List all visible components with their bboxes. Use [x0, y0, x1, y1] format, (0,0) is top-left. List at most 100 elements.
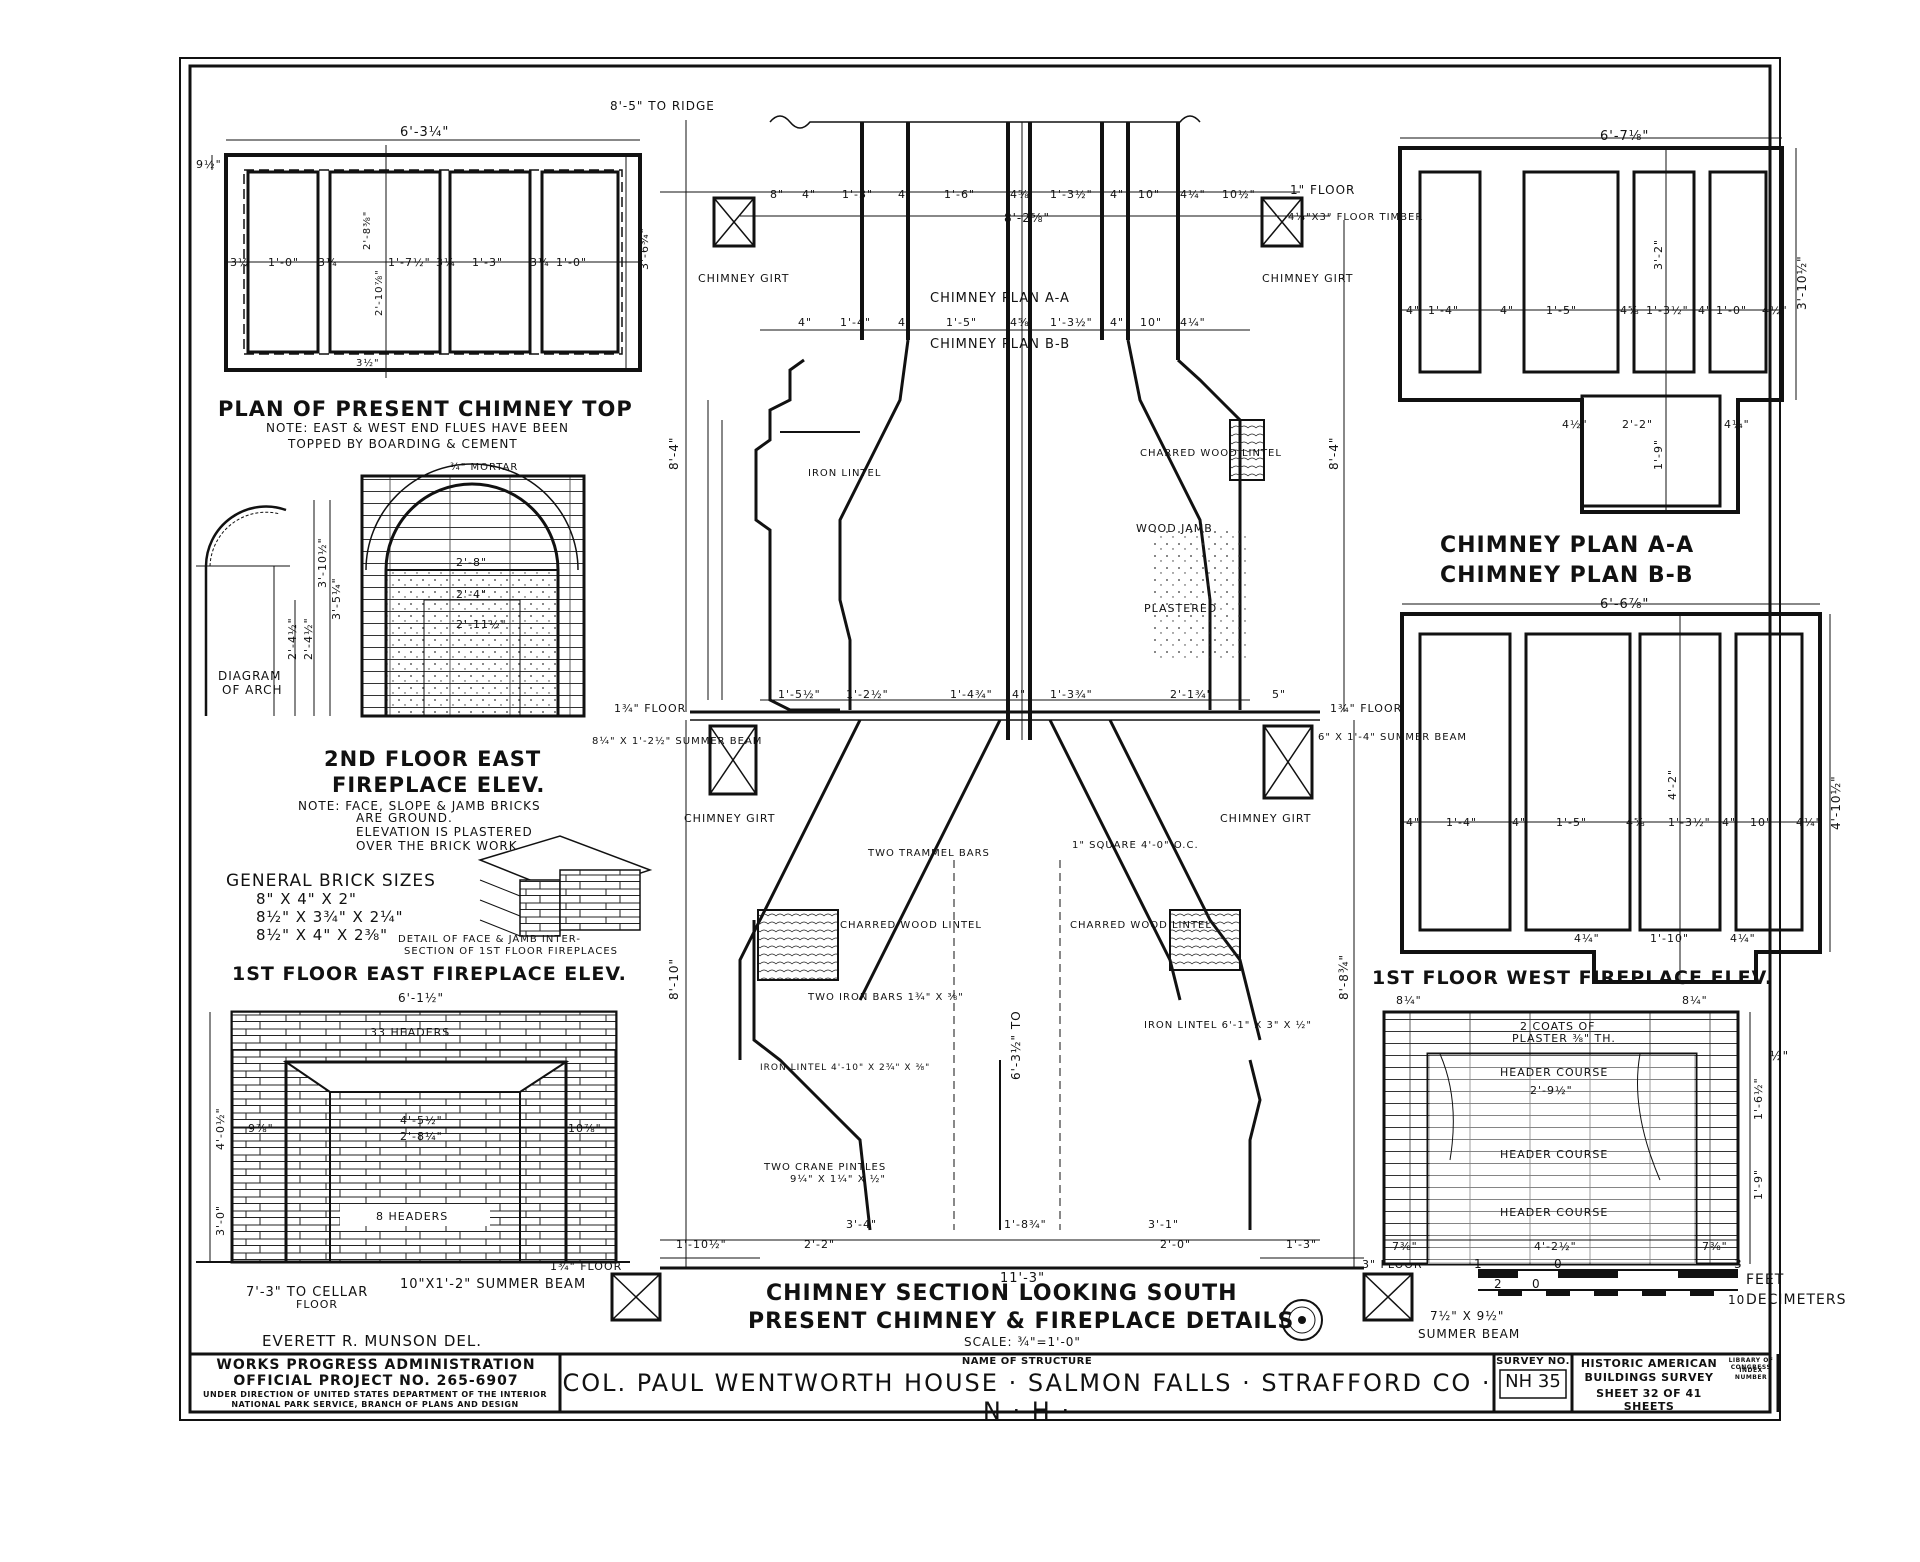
chimney-top-dim: 3¼	[530, 256, 550, 269]
first-east-dim: 6'-1½"	[398, 991, 444, 1005]
survey-label: SURVEY NO.	[1496, 1356, 1570, 1367]
section-girt-left: CHIMNEY GIRT	[698, 272, 789, 285]
section-mid-dim: 1'-4¾"	[950, 688, 993, 701]
west-dim: 7⅜"	[1392, 1240, 1418, 1253]
habs-line-2: BUILDINGS SURVEY	[1584, 1371, 1714, 1384]
section-title-2: PRESENT CHIMNEY & FIREPLACE DETAILS	[748, 1309, 1294, 1334]
scale-decimeters: DECIMETERS	[1746, 1292, 1846, 1308]
section-floor-left: 1¾" FLOOR	[614, 702, 686, 715]
section-iron-bars: TWO IRON BARS 1¾" X ⅜"	[807, 992, 964, 1003]
first-east-headers-top: 33 HEADERS	[370, 1026, 450, 1039]
section-top-dim: 1'-3"	[842, 188, 873, 201]
chimney-top-dim: 3½	[230, 256, 250, 269]
section-scale: SCALE: ¾"=1'-0"	[964, 1335, 1081, 1349]
section-bottom-dim: 3'-4"	[846, 1218, 877, 1231]
section-top-dim: 10½"	[1222, 188, 1256, 201]
second-floor-dim: 3'-10½"	[316, 537, 329, 588]
structure-label: NAME OF STRUCTURE	[961, 1356, 1093, 1367]
chimney-top-dim: 1'-3"	[472, 256, 503, 269]
second-floor-dim: 2'-8"	[456, 556, 487, 569]
section-iron-lintel-2: IRON LINTEL 4'-10" X 2¾" X ⅜"	[760, 1063, 930, 1073]
scale-feet: FEET	[1746, 1272, 1784, 1288]
section-summer-left: 8¼" X 1'-2½" SUMMER BEAM	[592, 735, 762, 747]
section-height-left: 8'-4"	[667, 437, 681, 470]
scale-num: 2	[1494, 1277, 1503, 1291]
plan-aa-dim: 1'-5"	[1546, 304, 1577, 317]
section-floor-1: 1" FLOOR	[1290, 183, 1355, 197]
first-west-fireplace	[1382, 1010, 1751, 1266]
section-aa-dim: 1'-3½"	[1050, 316, 1093, 329]
section-mid-dim: 1'-5½"	[778, 688, 821, 701]
west-plans-title-2: CHIMNEY PLAN B-B	[1440, 563, 1694, 588]
section-summer-bottom: 7½" X 9½"	[1430, 1309, 1504, 1323]
section-plastered: PLASTERED	[1144, 602, 1217, 615]
second-floor-dim: 2'-4"	[456, 588, 487, 601]
plan-bb-sub: 4¼"	[1574, 932, 1600, 945]
second-floor-note-4: OVER THE BRICK WORK	[356, 839, 518, 853]
brick-size: 8½" X 4" X 2⅜"	[256, 926, 388, 944]
west-header-3: HEADER COURSE	[1500, 1206, 1608, 1219]
second-floor-title-1: 2ND FLOOR EAST	[324, 747, 541, 771]
section-ridge: 8'-5" TO RIDGE	[610, 99, 715, 113]
second-floor-note-3: ELEVATION IS PLASTERED	[356, 825, 533, 839]
structure-name: COL. PAUL WENTWORTH HOUSE · SALMON FALLS…	[562, 1369, 1492, 1425]
plan-bb-dim: 4¼"	[1796, 816, 1822, 829]
section-title-1: CHIMNEY SECTION LOOKING SOUTH	[766, 1281, 1237, 1306]
west-header-1: HEADER COURSE	[1500, 1066, 1608, 1079]
section-girt-right-2: CHIMNEY GIRT	[1220, 812, 1311, 825]
section-iron-lintel: IRON LINTEL	[808, 468, 881, 479]
plan-bb-dim: 1'-5"	[1556, 816, 1587, 829]
plan-aa-width: 6'-7⅛"	[1600, 129, 1649, 144]
plan-aa-dim: 4⅝	[1620, 304, 1640, 317]
plan-aa-sub: 4¼"	[1724, 418, 1750, 431]
section-bottom-dim: 2'-2"	[804, 1238, 835, 1251]
wpa-line-1: WORKS PROGRESS ADMINISTRATION	[216, 1357, 536, 1373]
section-top-dim: 1'-6"	[944, 188, 975, 201]
section-plan-aa: CHIMNEY PLAN A-A	[930, 291, 1070, 306]
second-floor-note-2: ARE GROUND.	[356, 811, 453, 825]
section-charred-lintel-2: CHARRED WOOD LINTEL	[840, 920, 982, 931]
second-floor-title-2: FIREPLACE ELEV.	[332, 773, 545, 797]
scale-num: 0	[1554, 1257, 1563, 1271]
plan-bb-dim: 10"	[1750, 816, 1772, 829]
section-girt-left-2: CHIMNEY GIRT	[684, 812, 775, 825]
plan-aa-dim: 1'-0"	[1716, 304, 1747, 317]
section-mid-dim: 5"	[1272, 688, 1286, 701]
first-west-title: 1ST FLOOR WEST FIREPLACE ELEV.	[1372, 967, 1773, 989]
chimney-top-dim: 1'-0"	[268, 256, 299, 269]
chimney-top-title: PLAN OF PRESENT CHIMNEY TOP	[218, 397, 633, 421]
first-west-dim: 8¼"	[1396, 994, 1422, 1007]
wpa-line-3: UNDER DIRECTION OF UNITED STATES DEPARTM…	[203, 1390, 547, 1399]
plan-aa-sub: 2'-2"	[1622, 418, 1653, 431]
plan-bb-dim: 4⅝	[1626, 816, 1646, 829]
plan-aa-sub: 1'-9"	[1652, 439, 1665, 470]
plan-aa-dim: 4"	[1406, 304, 1420, 317]
section-aa-dim: 4"	[798, 316, 812, 329]
section-square: 1" SQUARE 4'-0" O.C.	[1072, 840, 1199, 851]
chimney-top-note-1: NOTE: EAST & WEST END FLUES HAVE BEEN	[266, 421, 569, 435]
section-overall-top: 8'-2⅝"	[1004, 211, 1050, 225]
wpa-line-2: OFFICIAL PROJECT NO. 265-6907	[233, 1373, 519, 1389]
plan-aa-dim: 1'-3½"	[1646, 304, 1689, 317]
section-aa-dim: 10"	[1140, 316, 1162, 329]
first-east-dim: 3'-0"	[214, 1205, 227, 1236]
section-to-ridge-2: 6'-3½" TO	[1009, 1010, 1023, 1080]
section-aa-dim: 4⅝	[1010, 316, 1030, 329]
loc-line-2: INDEX NUMBER	[1734, 1367, 1768, 1381]
section-bottom-dim: 1'-3"	[1286, 1238, 1317, 1251]
west-dim: 1'-9"	[1752, 1169, 1765, 1200]
chimney-top-dim: 3'-6¾"	[638, 227, 651, 270]
first-east-dim: 9⅞"	[248, 1122, 274, 1135]
brick-size: 8" X 4" X 2"	[256, 890, 357, 908]
chimney-top-dim: 2'-10⅞"	[374, 269, 385, 316]
section-floor-timber: 4¼"X3" FLOOR TIMBER	[1288, 211, 1423, 223]
section-mid-dim: 1'-2½"	[846, 688, 889, 701]
chimney-top-dim: 3¼	[318, 256, 338, 269]
brick-title: GENERAL BRICK SIZES	[226, 871, 436, 891]
second-floor-dim: 2'-4½"	[286, 617, 299, 660]
west-plaster-1: 2 COATS OF	[1520, 1020, 1596, 1033]
section-overall: 11'-3"	[1000, 1271, 1045, 1286]
section-aa-dim: 4"	[898, 316, 912, 329]
section-bottom-dim: 1'-8¾"	[1004, 1218, 1047, 1231]
chimney-top-plan	[211, 139, 642, 378]
